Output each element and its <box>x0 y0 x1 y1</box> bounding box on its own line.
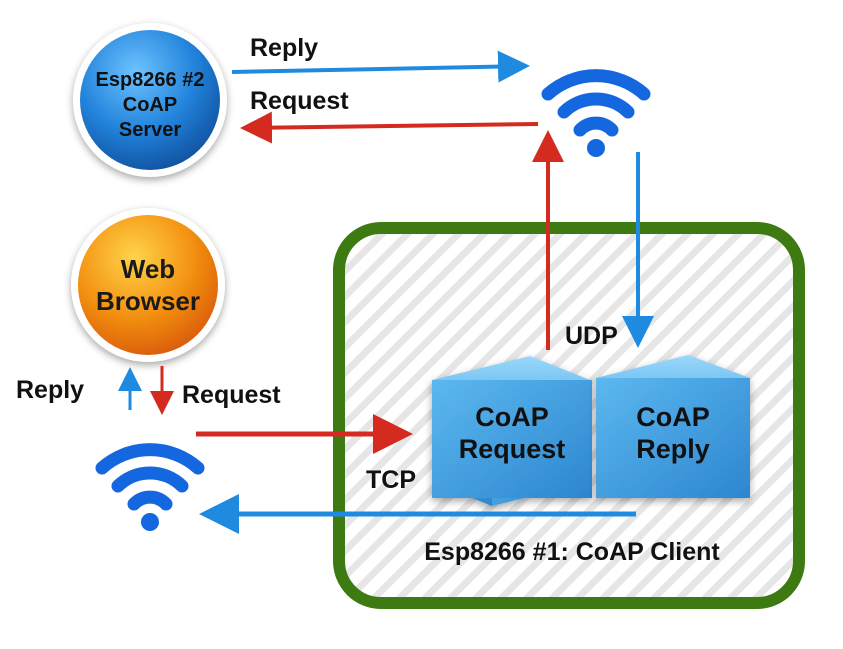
left-request-label: Request <box>182 381 281 409</box>
top-reply-label: Reply <box>250 34 318 62</box>
request-cube-line1: CoAP <box>475 402 549 432</box>
request-cube-line2: Request <box>459 434 566 464</box>
left-reply-label: Reply <box>16 376 84 404</box>
browser-node <box>71 208 225 362</box>
reply-cube <box>596 355 750 498</box>
wifi-icon <box>541 69 651 157</box>
server-line3: Server <box>119 119 181 141</box>
arrow-reply-to-server <box>231 50 530 83</box>
server-line2: CoAP <box>123 94 177 116</box>
server-node <box>73 23 227 177</box>
client-box-label: Esp8266 #1: CoAP Client <box>424 538 720 566</box>
browser-line1: Web <box>121 254 175 284</box>
top-request-label: Request <box>250 87 349 115</box>
reply-cube-line1: CoAP <box>636 402 710 432</box>
server-line1: Esp8266 #2 <box>96 69 205 91</box>
request-cube <box>432 356 592 506</box>
wifi-icon <box>95 443 205 531</box>
udp-label: UDP <box>565 322 618 350</box>
reply-cube-line2: Reply <box>636 434 710 464</box>
browser-line2: Browser <box>96 286 200 316</box>
arrow-request-to-server <box>240 111 539 144</box>
tcp-label: TCP <box>366 466 416 494</box>
